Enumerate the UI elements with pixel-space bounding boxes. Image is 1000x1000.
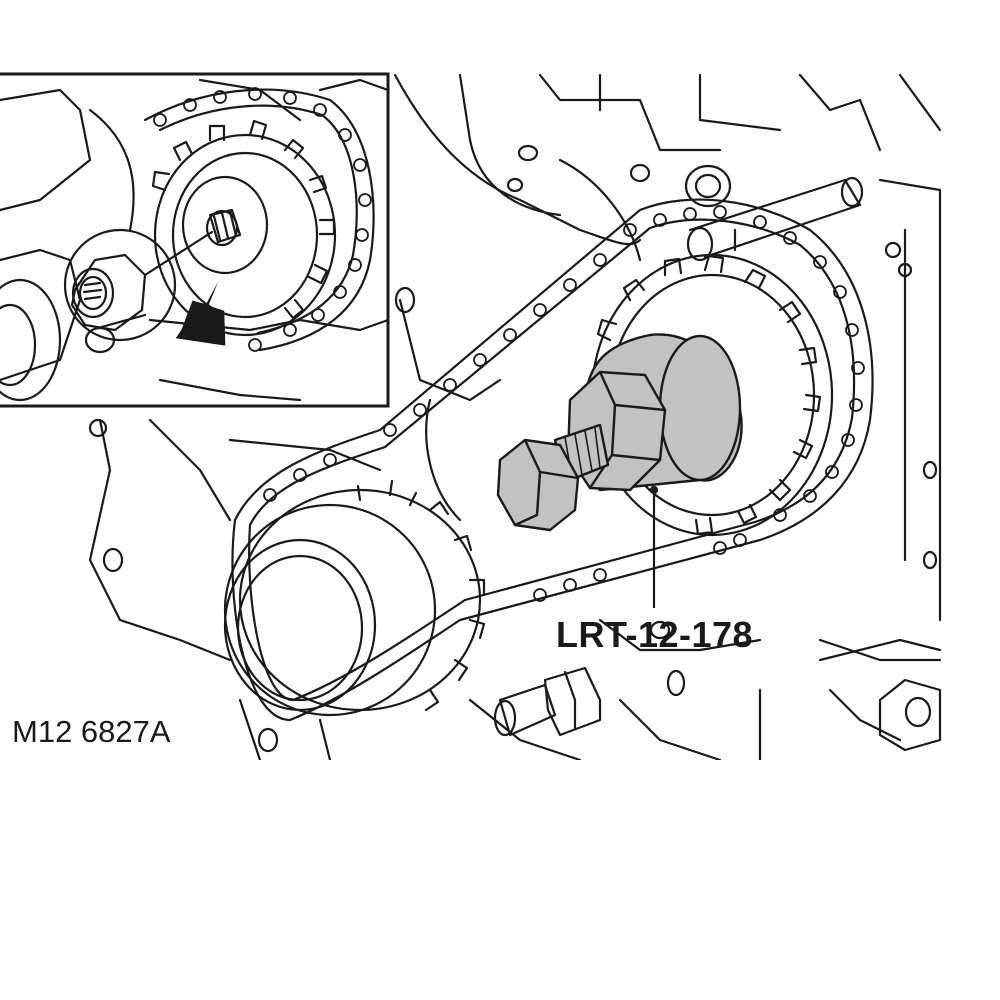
inset-detail-view <box>0 72 390 408</box>
tensioner-bolt <box>493 666 602 737</box>
locating-pin <box>686 176 864 262</box>
inset-frame <box>0 72 390 408</box>
main-view <box>88 73 942 760</box>
callout-leader <box>649 485 659 608</box>
figure-id: M12 6827A <box>12 714 171 749</box>
engine-block <box>88 73 942 760</box>
crankshaft-pulley <box>223 479 486 717</box>
tool-callout-label: LRT-12-178 <box>556 614 754 655</box>
arrow-icon <box>175 281 226 346</box>
tool-body-end <box>658 334 742 482</box>
block-holes <box>88 144 938 753</box>
stud-lower-right <box>818 638 942 752</box>
puller-tool-icon <box>496 333 743 532</box>
chain-links <box>263 205 865 602</box>
